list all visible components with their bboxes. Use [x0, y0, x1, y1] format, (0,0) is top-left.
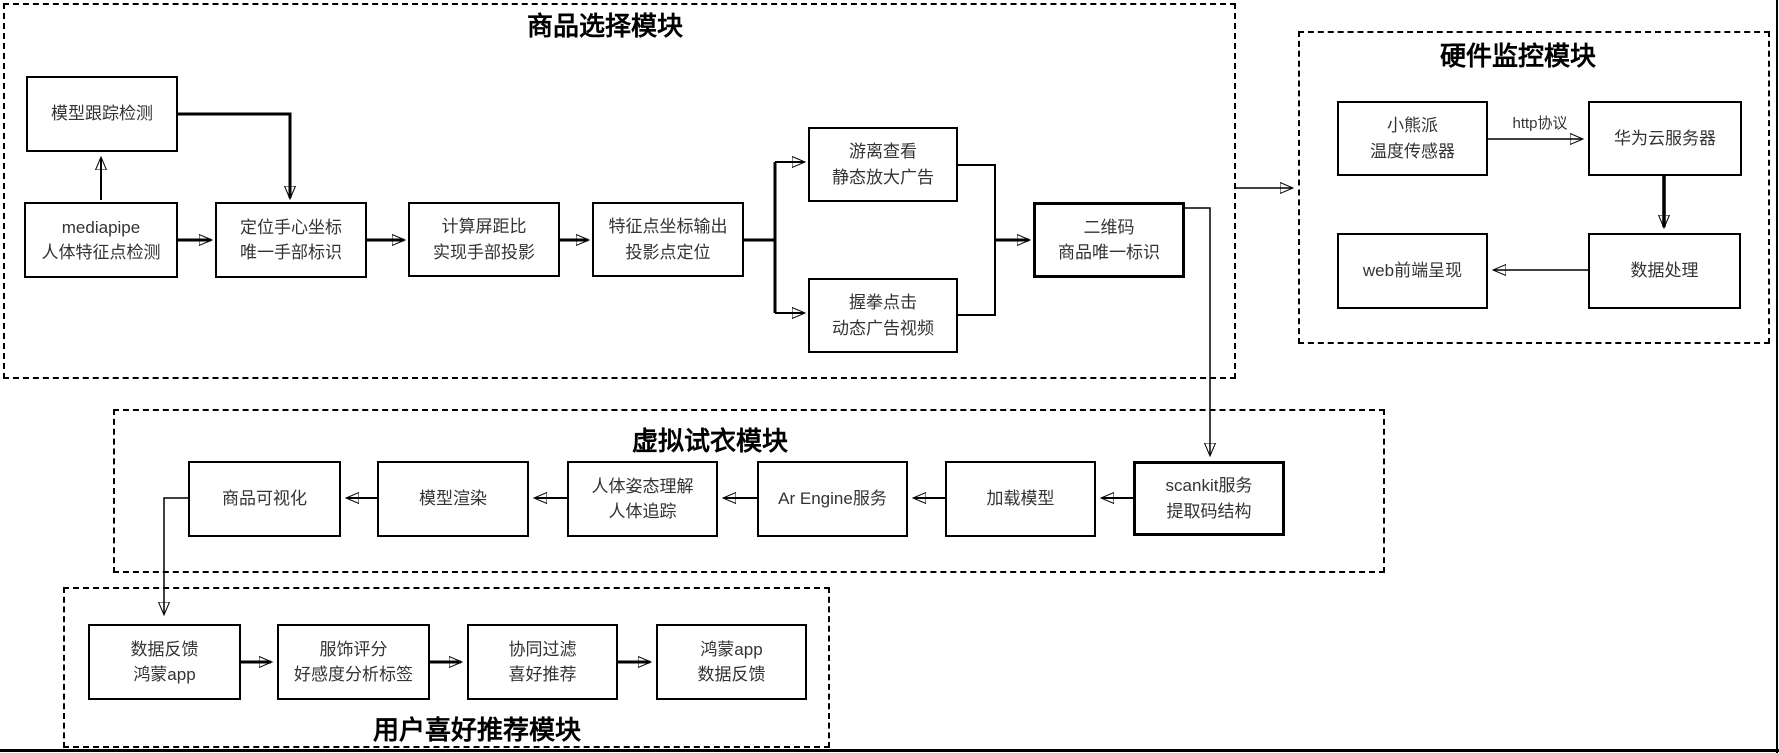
- node-clothing-score: 服饰评分 好感度分析标签: [277, 624, 430, 700]
- node-data-feedback-app: 数据反馈 鸿蒙app: [88, 624, 241, 700]
- module-title-product-selection: 商品选择模块: [526, 11, 683, 41]
- node-pose-tracking: 人体姿态理解 人体追踪: [567, 461, 718, 537]
- node-scankit: scankit服务 提取码结构: [1133, 461, 1285, 536]
- module-frame-virtual-fitting: [113, 409, 1385, 573]
- node-data-processing: 数据处理: [1588, 233, 1741, 309]
- node-qr-code: 二维码 商品唯一标识: [1033, 202, 1185, 278]
- node-ar-engine: Ar Engine服务: [757, 461, 908, 537]
- edge-label-http-protocol: http协议: [1512, 115, 1568, 132]
- node-huawei-cloud: 华为云服务器: [1588, 101, 1742, 176]
- module-title-hardware-monitor: 硬件监控模块: [1439, 41, 1596, 71]
- node-screen-ratio: 计算屏距比 实现手部投影: [408, 202, 560, 277]
- node-fist-click: 握拳点击 动态广告视频: [808, 278, 958, 353]
- module-title-preference-recommend: 用户喜好推荐模块: [372, 715, 581, 745]
- node-hover-view: 游离查看 静态放大广告: [808, 127, 958, 202]
- node-palm-locate: 定位手心坐标 唯一手部标识: [215, 202, 367, 278]
- page-right-border: [1776, 0, 1778, 753]
- node-bearpi-sensor: 小熊派 温度传感器: [1337, 101, 1488, 176]
- node-model-tracking: 模型跟踪检测: [26, 76, 178, 152]
- node-mediapipe-detection: mediapipe 人体特征点检测: [24, 202, 178, 278]
- node-product-visualization: 商品可视化: [188, 461, 341, 537]
- module-title-virtual-fitting: 虚拟试衣模块: [631, 426, 788, 456]
- module-frame-product-selection: [3, 3, 1236, 379]
- node-feature-output: 特征点坐标输出 投影点定位: [592, 202, 744, 277]
- node-load-model: 加载模型: [945, 461, 1096, 537]
- node-harmony-feedback: 鸿蒙app 数据反馈: [656, 624, 807, 700]
- module-frame-hardware-monitor: [1298, 31, 1770, 344]
- module-frame-preference-recommend: [63, 587, 830, 748]
- node-model-render: 模型渲染: [377, 461, 529, 537]
- node-web-frontend: web前端呈现: [1337, 233, 1488, 309]
- node-collaborative-filter: 协同过滤 喜好推荐: [467, 624, 618, 700]
- page-bottom-border: [0, 749, 1779, 752]
